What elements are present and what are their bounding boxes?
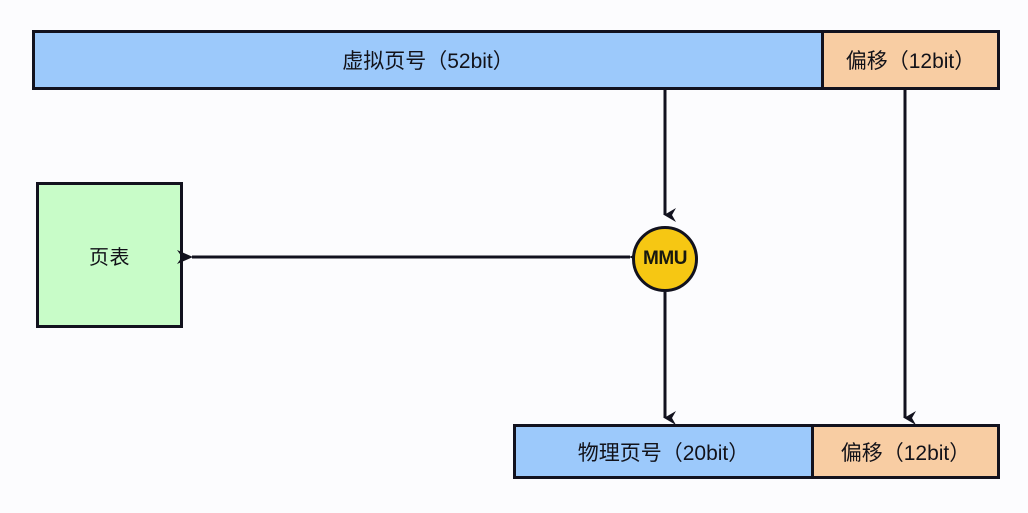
virtual-page-number-field: 虚拟页号（52bit） bbox=[35, 33, 821, 87]
mmu-node: MMU bbox=[632, 226, 698, 292]
virtual-address-bar: 虚拟页号（52bit） 偏移（12bit） bbox=[32, 30, 1000, 90]
physical-offset-field: 偏移（12bit） bbox=[811, 427, 997, 476]
page-table-box: 页表 bbox=[36, 182, 183, 328]
virtual-offset-field: 偏移（12bit） bbox=[821, 33, 997, 87]
physical-page-number-field: 物理页号（20bit） bbox=[516, 427, 811, 476]
physical-address-bar: 物理页号（20bit） 偏移（12bit） bbox=[513, 424, 1000, 479]
